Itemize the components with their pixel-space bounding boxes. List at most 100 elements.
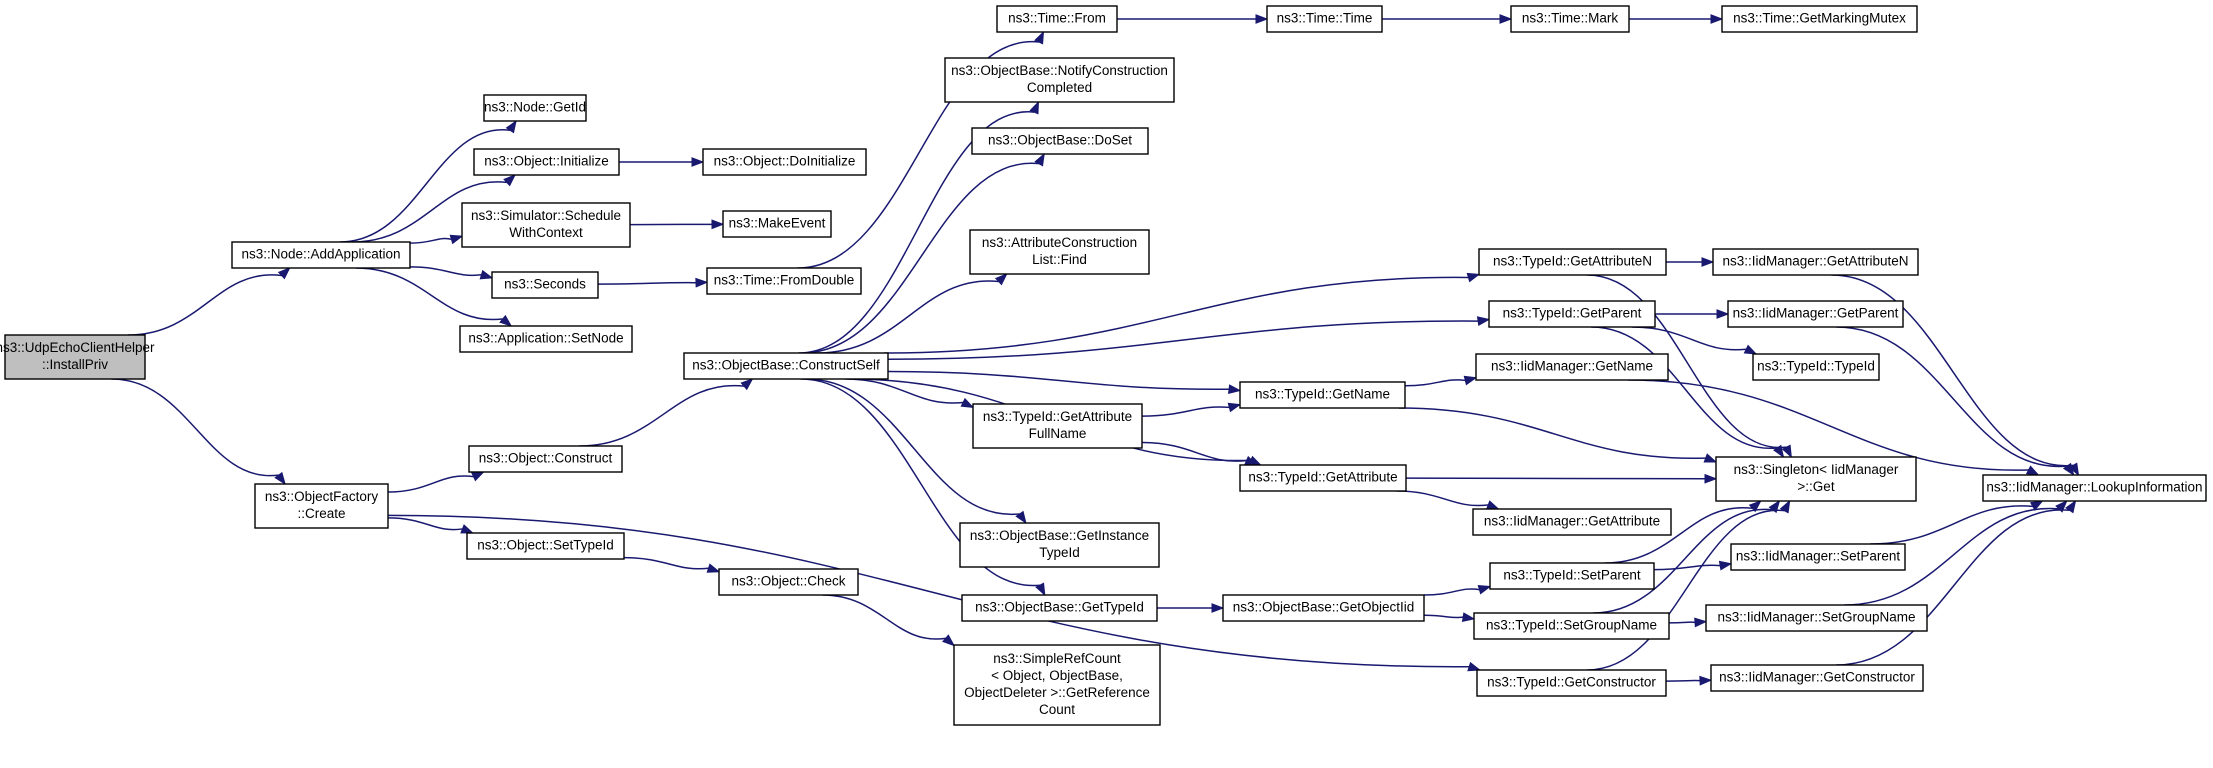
node-objectbase_getobjectiid[interactable]: ns3::ObjectBase::GetObjectIid bbox=[1222, 594, 1425, 622]
call-edge-line bbox=[801, 162, 1039, 354]
node-box bbox=[996, 5, 1118, 33]
node-objectbase_doset[interactable]: ns3::ObjectBase::DoSet bbox=[971, 127, 1149, 155]
node-object_initialize[interactable]: ns3::Object::Initialize bbox=[473, 148, 620, 176]
node-typeid_getattributen[interactable]: ns3::TypeId::GetAttributeN bbox=[1478, 248, 1667, 276]
node-object_doinitialize[interactable]: ns3::Object::DoInitialize bbox=[702, 148, 867, 176]
node-label: ns3::IidManager::GetConstructor bbox=[1719, 670, 1915, 685]
call-edge-arrowhead bbox=[471, 471, 485, 482]
node-time_time[interactable]: ns3::Time::Time bbox=[1266, 5, 1383, 33]
node-box bbox=[1239, 381, 1406, 409]
call-edge-line bbox=[797, 41, 1039, 269]
call-edge-typeid_getattributen-to-singleton_get bbox=[1587, 274, 1792, 459]
call-edge-objectbase_constructself-to-objectbase_doset bbox=[801, 152, 1045, 354]
call-edge-arrowhead bbox=[2055, 499, 2068, 513]
node-object_construct[interactable]: ns3::Object::Construct bbox=[468, 445, 623, 473]
call-edge-arrowhead bbox=[1772, 444, 1785, 459]
node-box bbox=[1489, 562, 1655, 590]
node-time_from[interactable]: ns3::Time::From bbox=[996, 5, 1118, 33]
node-iidmanager_getname[interactable]: ns3::IidManager::GetName bbox=[1475, 353, 1669, 381]
call-edge-arrowhead bbox=[503, 174, 517, 187]
node-box bbox=[1715, 456, 1917, 502]
node-box bbox=[718, 568, 859, 596]
node-label: ns3::IidManager::SetParent bbox=[1736, 549, 1901, 564]
call-edge-node_addapplication-to-application_setnode bbox=[355, 267, 513, 327]
node-label: ns3::ObjectBase::GetTypeId bbox=[975, 600, 1144, 615]
call-edge-line bbox=[1831, 274, 2074, 467]
node-box bbox=[1712, 248, 1919, 276]
call-edge-arrowhead bbox=[1466, 272, 1481, 283]
node-application_setnode[interactable]: ns3::Application::SetNode bbox=[459, 325, 633, 353]
call-edge-line bbox=[1870, 505, 2033, 545]
call-edge-arrowhead bbox=[1701, 257, 1715, 267]
call-edge-line bbox=[339, 129, 511, 243]
node-iidmanager_getparent[interactable]: ns3::IidManager::GetParent bbox=[1727, 300, 1904, 328]
node-typeid_getconstructor[interactable]: ns3::TypeId::GetConstructor bbox=[1476, 669, 1667, 697]
node-objectbase_notifyconstruction[interactable]: ns3::ObjectBase::NotifyConstructionCompl… bbox=[944, 57, 1175, 103]
node-objectbase_gettypeid[interactable]: ns3::ObjectBase::GetTypeId bbox=[961, 594, 1158, 622]
node-makeevent[interactable]: ns3::MakeEvent bbox=[722, 210, 832, 238]
node-iidmanager_lookupinformation[interactable]: ns3::IidManager::LookupInformation bbox=[1982, 474, 2207, 502]
node-node_getid[interactable]: ns3::Node::GetId bbox=[483, 94, 587, 122]
call-edge-object_settypeid-to-object_check bbox=[623, 556, 721, 573]
node-typeid_getparent[interactable]: ns3::TypeId::GetParent bbox=[1488, 300, 1656, 328]
node-label: >::Get bbox=[1797, 479, 1834, 494]
node-iidmanager_setgroupname[interactable]: ns3::IidManager::SetGroupName bbox=[1705, 604, 1928, 632]
call-edge-simulator_schedule-to-makeevent bbox=[629, 219, 725, 230]
node-object_settypeid[interactable]: ns3::Object::SetTypeId bbox=[466, 532, 625, 560]
call-edge-typeid_getname-to-iidmanager_getname bbox=[1404, 375, 1478, 387]
call-edge-line bbox=[884, 276, 1469, 354]
node-objectfactory_create[interactable]: ns3::ObjectFactory::Create bbox=[254, 483, 389, 529]
call-edge-arrowhead bbox=[1029, 100, 1040, 115]
node-singleton_get[interactable]: ns3::Singleton< IidManager >::Get bbox=[1715, 456, 1917, 502]
call-edge-line bbox=[1631, 326, 1747, 351]
call-edge-typeid_getparent-to-singleton_get bbox=[1591, 326, 1785, 459]
call-edge-line bbox=[1593, 508, 1773, 614]
node-time_getmarkingmutex[interactable]: ns3::Time::GetMarkingMutex bbox=[1721, 5, 1918, 33]
call-edge-typeid_getattributefullname-to-typeid_getattribute bbox=[1141, 441, 1258, 466]
node-box bbox=[1752, 353, 1880, 381]
call-edge-line bbox=[409, 266, 482, 277]
node-iidmanager_getattribute[interactable]: ns3::IidManager::GetAttribute bbox=[1472, 508, 1672, 536]
call-edge-arrowhead bbox=[1499, 14, 1513, 24]
node-label: ns3::TypeId::GetName bbox=[1255, 387, 1390, 402]
node-objectbase_constructself[interactable]: ns3::ObjectBase::ConstructSelf bbox=[683, 352, 889, 380]
node-simplerefcount[interactable]: ns3::SimpleRefCount< Object, ObjectBase,… bbox=[953, 644, 1161, 726]
node-time_mark[interactable]: ns3::Time::Mark bbox=[1510, 5, 1630, 33]
call-edge-arrowhead bbox=[1704, 473, 1718, 484]
node-box bbox=[969, 229, 1150, 275]
node-typeid_setgroupname[interactable]: ns3::TypeId::SetGroupName bbox=[1473, 612, 1670, 640]
node-iidmanager_getconstructor[interactable]: ns3::IidManager::GetConstructor bbox=[1710, 664, 1924, 692]
node-seconds[interactable]: ns3::Seconds bbox=[491, 271, 599, 299]
node-box bbox=[1222, 594, 1425, 622]
node-udpecho_installpriv[interactable]: ns3::UdpEchoClientHelper::InstallPriv bbox=[0, 334, 155, 380]
call-edge-iidmanager_getconstructor-to-iidmanager_lookupinformation bbox=[1835, 499, 2077, 666]
node-iidmanager_getattributen[interactable]: ns3::IidManager::GetAttributeN bbox=[1712, 248, 1919, 276]
node-object_check[interactable]: ns3::Object::Check bbox=[718, 568, 859, 596]
node-label: ns3::TypeId::TypeId bbox=[1757, 359, 1875, 374]
node-label: ns3::SimpleRefCount bbox=[993, 651, 1121, 666]
call-edge-arrowhead bbox=[1694, 617, 1708, 628]
node-label: ns3::Node::GetId bbox=[484, 100, 586, 115]
node-iidmanager_setparent[interactable]: ns3::IidManager::SetParent bbox=[1730, 543, 1906, 571]
node-label: ns3::Node::AddApplication bbox=[241, 247, 400, 262]
call-edge-line bbox=[128, 274, 282, 336]
call-edge-typeid_getconstructor-to-iidmanager_getconstructor bbox=[1665, 675, 1713, 686]
call-edge-objectfactory_create-to-object_settypeid bbox=[387, 517, 475, 534]
call-edge-line bbox=[1835, 509, 2070, 666]
node-typeid_getattribute[interactable]: ns3::TypeId::GetAttribute bbox=[1239, 464, 1407, 492]
node-box bbox=[1727, 300, 1904, 328]
call-edge-arrowhead bbox=[1699, 675, 1713, 686]
node-typeid_getname[interactable]: ns3::TypeId::GetName bbox=[1239, 381, 1406, 409]
node-time_fromdouble[interactable]: ns3::Time::FromDouble bbox=[706, 267, 862, 295]
node-box bbox=[1476, 669, 1667, 697]
node-typeid_typeid[interactable]: ns3::TypeId::TypeId bbox=[1752, 353, 1880, 381]
node-node_addapplication[interactable]: ns3::Node::AddApplication bbox=[231, 241, 411, 269]
call-edge-arrowhead bbox=[1461, 612, 1476, 622]
node-box bbox=[1478, 248, 1667, 276]
call-edge-time_time-to-time_mark bbox=[1382, 14, 1513, 24]
node-typeid_setparent[interactable]: ns3::TypeId::SetParent bbox=[1489, 562, 1655, 590]
